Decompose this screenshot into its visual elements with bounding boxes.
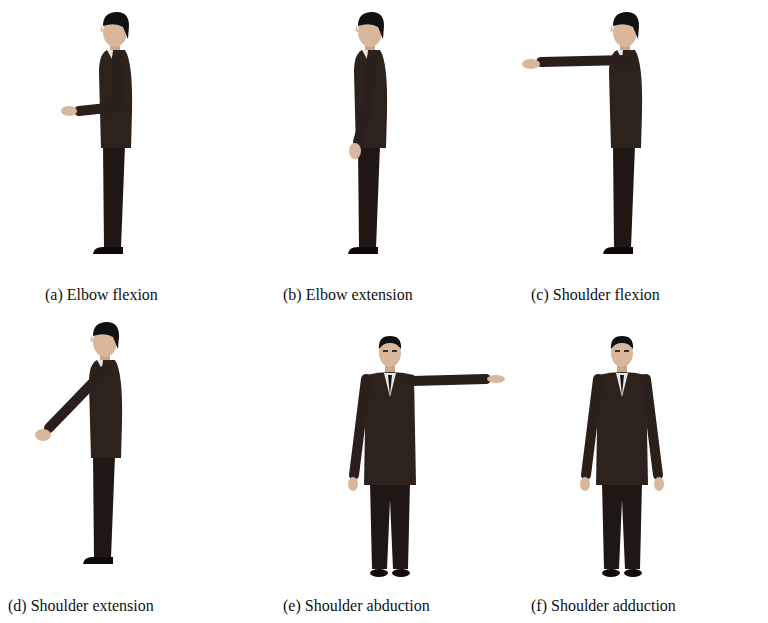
- figure-shoulder-adduction: [580, 336, 664, 577]
- figure-shoulder-extension: [35, 322, 122, 564]
- panel-caption: (f) Shoulder adduction: [531, 597, 676, 615]
- panel-caption: (a) Elbow flexion: [45, 286, 158, 304]
- figure-elbow-flexion: [61, 12, 132, 254]
- panel-caption: (e) Shoulder abduction: [283, 597, 430, 615]
- figure-elbow-extension: [348, 12, 387, 254]
- panel-caption: (d) Shoulder extension: [8, 597, 154, 615]
- panel-caption: (c) Shoulder flexion: [531, 286, 660, 304]
- figure-shoulder-flexion: [522, 12, 642, 254]
- panel-caption: (b) Elbow extension: [283, 286, 413, 304]
- figure-shoulder-abduction: [348, 336, 505, 577]
